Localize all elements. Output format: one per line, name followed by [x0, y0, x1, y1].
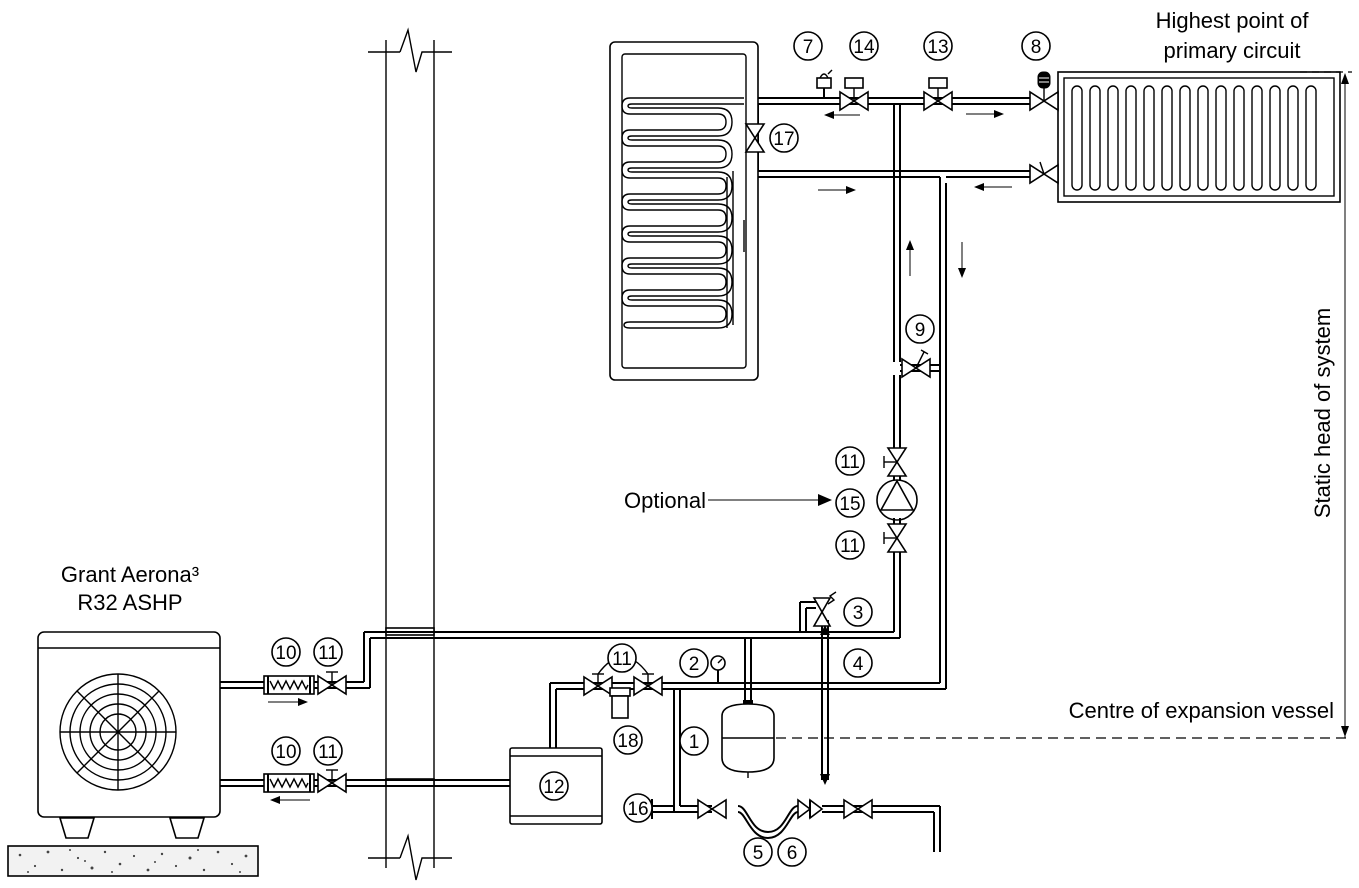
hot-water-cylinder: [609, 41, 759, 381]
svg-text:17: 17: [773, 129, 794, 150]
callout-11-pump-bottom: 11: [835, 530, 865, 560]
svg-text:10: 10: [275, 643, 296, 664]
heat-pump-label-line2: R32 ASHP: [77, 590, 182, 615]
cylinder-bypass-valve: [744, 123, 766, 153]
svg-text:11: 11: [612, 649, 632, 670]
callout-10-flow: 10: [271, 637, 301, 667]
fill-valve-1: [697, 798, 727, 820]
expansion-centre-label: Centre of expansion vessel: [1069, 698, 1334, 723]
svg-text:9: 9: [915, 320, 926, 341]
callout-15: 15: [835, 488, 865, 518]
flow-arrows: [268, 110, 1012, 804]
callout-11-hp-flow: 11: [313, 637, 343, 667]
isolating-valve-filter-left: [583, 673, 613, 697]
pressure-relief-valve: [812, 591, 837, 785]
svg-text:11: 11: [840, 452, 860, 473]
callout-8: 8: [1021, 31, 1051, 61]
callout-16: 16: [623, 793, 653, 823]
svg-text:3: 3: [853, 603, 864, 624]
callout-10-return: 10: [271, 736, 301, 766]
fan-icon: [59, 673, 177, 791]
bypass-valve: [901, 349, 931, 379]
callout-14: 14: [849, 31, 879, 61]
callout-9: 9: [905, 314, 935, 344]
svg-text:1: 1: [689, 732, 700, 753]
svg-text:14: 14: [853, 37, 875, 58]
callout-7: 7: [793, 31, 823, 61]
callout-11-pump-top: 11: [835, 446, 865, 476]
callout-2: 2: [679, 648, 709, 678]
expansion-vessel: [721, 700, 775, 778]
isolating-valve-hp-return: [317, 769, 347, 794]
svg-text:15: 15: [839, 494, 860, 515]
circulating-pump: [876, 479, 918, 521]
static-head-label: Static head of system: [1310, 308, 1335, 518]
svg-text:18: 18: [617, 731, 638, 752]
magnetic-filter: [609, 687, 631, 719]
isolating-valve-pump-top: [883, 447, 908, 477]
isolating-valve-filter-right: [633, 673, 663, 697]
radiator-valve-return: [1029, 161, 1059, 185]
flexible-hose-flow: [263, 675, 315, 695]
callout-5: 5: [743, 837, 773, 867]
callout-4: 4: [843, 648, 873, 678]
callout-12: 12: [539, 771, 569, 801]
radiator: [1057, 71, 1341, 203]
svg-text:13: 13: [927, 37, 948, 58]
callout-18: 18: [613, 725, 643, 755]
heat-pump-unit: [7, 631, 259, 877]
callout-1: 1: [679, 726, 709, 756]
radiator-valve-flow: [1029, 71, 1059, 112]
isolating-valve-hp-flow: [317, 671, 347, 696]
svg-text:8: 8: [1031, 37, 1042, 58]
svg-text:4: 4: [853, 654, 864, 675]
svg-text:11: 11: [318, 742, 338, 763]
zone-valve-heating: [923, 77, 953, 112]
svg-text:2: 2: [689, 654, 700, 675]
optional-pointer: [708, 494, 832, 506]
svg-text:16: 16: [627, 799, 648, 820]
callouts: 1 2 3 4 5 6 7 8 9 10 10 11 11 11 11 11 1…: [271, 31, 1051, 867]
static-head-dimension: [760, 71, 1352, 739]
callout-6: 6: [777, 837, 807, 867]
svg-text:10: 10: [275, 742, 296, 763]
fill-valve-2: [843, 798, 873, 820]
callout-11-filter: 11: [607, 643, 637, 673]
svg-text:6: 6: [787, 843, 798, 864]
svg-text:12: 12: [543, 777, 564, 798]
flexible-hose-return: [263, 773, 315, 793]
concrete-base: [7, 845, 259, 877]
optional-label: Optional: [624, 488, 706, 513]
auto-air-vent-icon: [816, 69, 833, 98]
highest-point-label-line2: primary circuit: [1164, 38, 1301, 63]
highest-point-label-line1: Highest point of: [1156, 8, 1310, 33]
zone-valve-cylinder: [839, 77, 869, 112]
callout-3: 3: [843, 597, 873, 627]
isolating-valve-pump-bottom: [883, 523, 908, 553]
svg-text:7: 7: [803, 37, 814, 58]
callout-17: 17: [769, 123, 799, 153]
callout-11-hp-return: 11: [313, 736, 343, 766]
callout-13: 13: [923, 31, 953, 61]
svg-text:11: 11: [840, 536, 860, 557]
double-check-valve: [797, 798, 824, 820]
wall: [368, 27, 452, 881]
svg-text:5: 5: [753, 843, 764, 864]
heat-pump-label-line1: Grant Aerona³: [61, 562, 199, 587]
svg-text:11: 11: [318, 643, 338, 664]
pressure-gauge-icon: [710, 655, 726, 683]
